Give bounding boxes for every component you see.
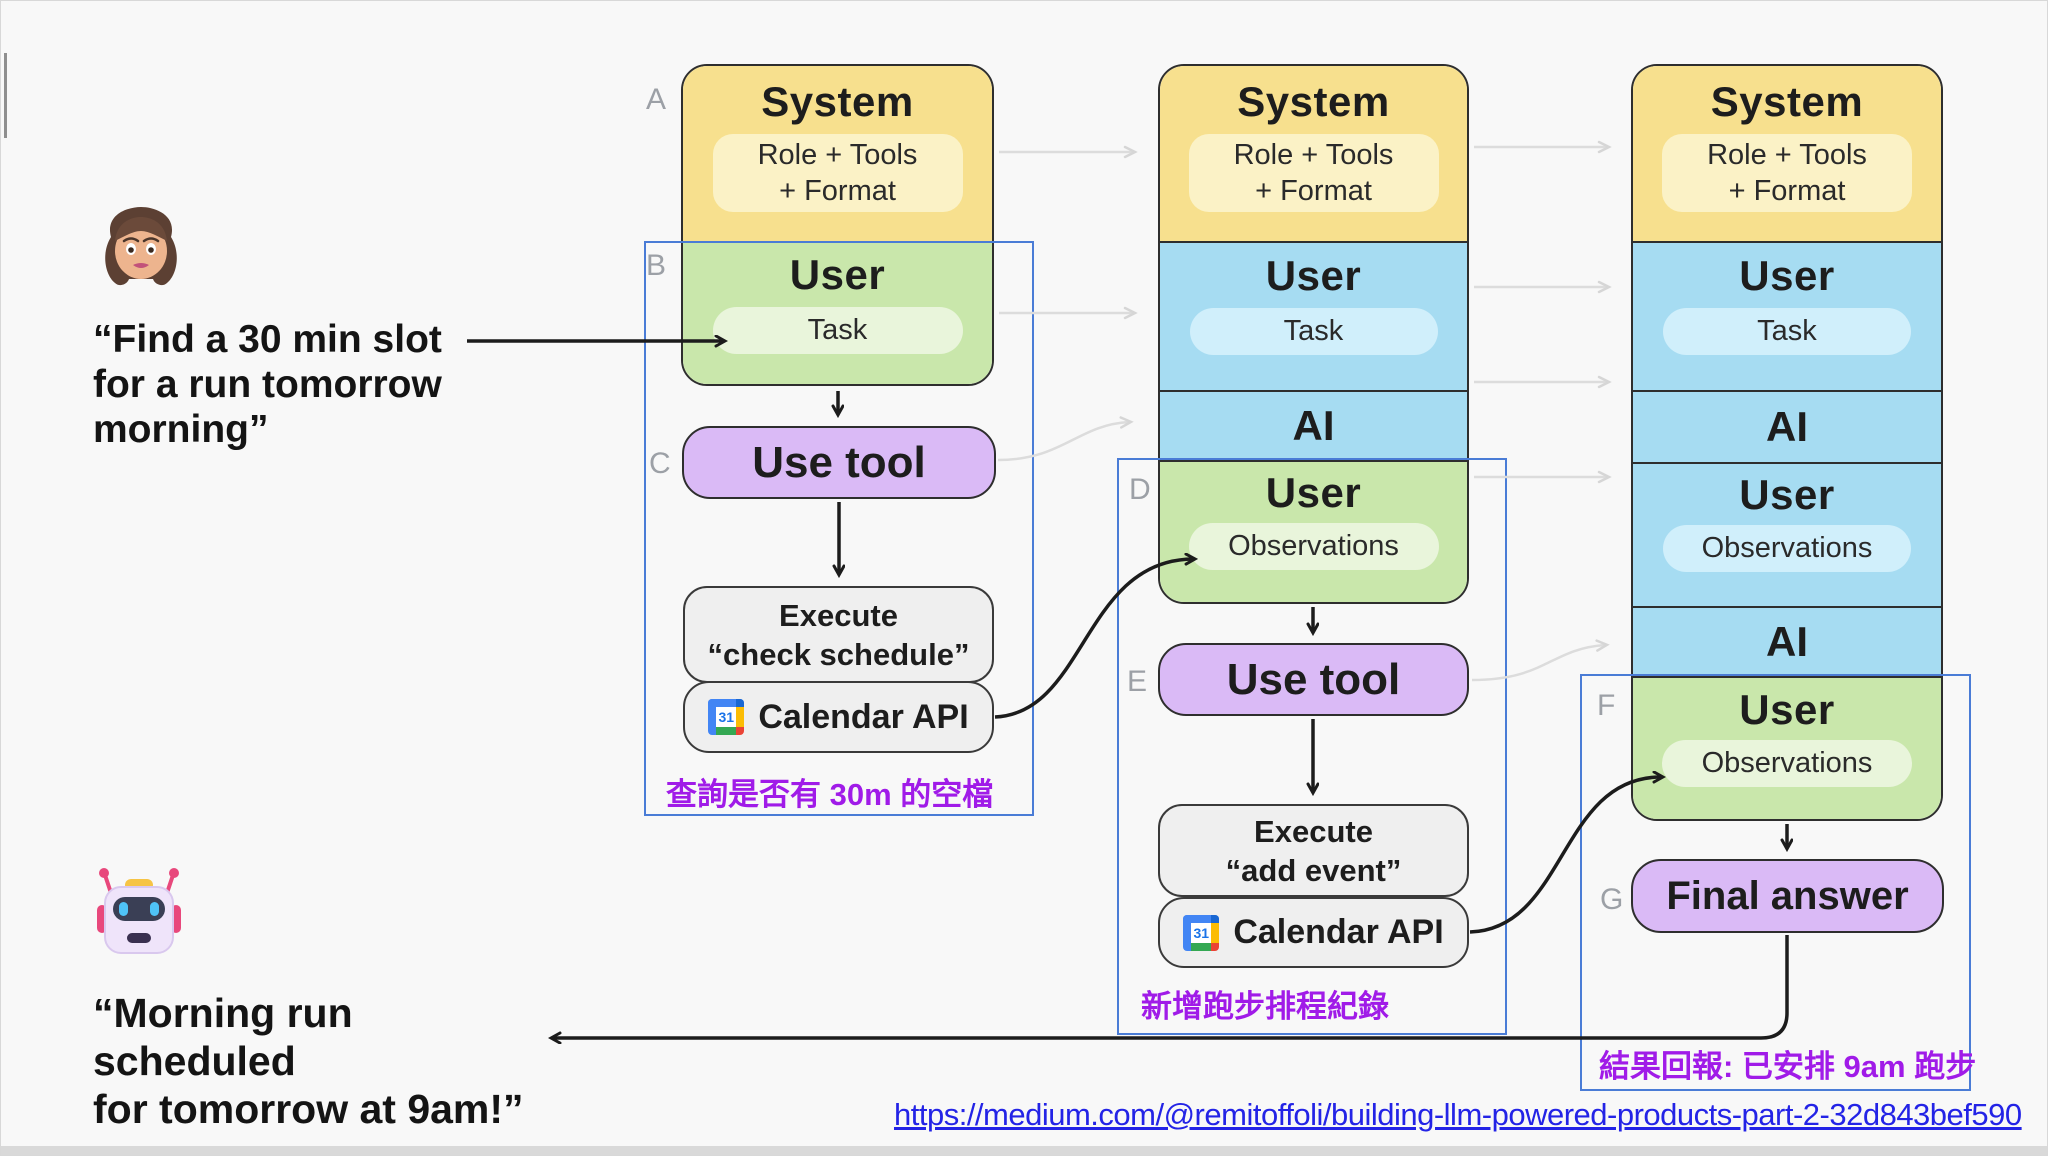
user-title: User — [1739, 252, 1835, 299]
calendar-api-label: Calendar API — [1233, 913, 1444, 951]
turn2-calendar-api-box: 31 Calendar API — [1158, 897, 1469, 968]
role-tools-format-pill: Role + Tools + Format — [1188, 134, 1439, 212]
turn1-use-tool-box: Use tool — [682, 426, 996, 499]
turn1-user-section: User Task — [683, 241, 992, 384]
calendar-day-number: 31 — [716, 707, 737, 727]
source-link[interactable]: https://medium.com/@remitoffoli/building… — [894, 1097, 2022, 1132]
turn2-message-stack: System Role + Tools + Format User Task A… — [1158, 64, 1469, 604]
turn1-execute-box: Execute “check schedule” — [683, 586, 994, 683]
user-title: User — [789, 251, 886, 298]
role-pill-line: + Format — [1255, 175, 1372, 207]
turn3-caption: 結果回報: 已安排 9am 跑步 — [1599, 1049, 1977, 1084]
turn3-ai-section-2: AI — [1633, 606, 1941, 676]
turn1-calendar-api-box: 31 Calendar API — [683, 681, 994, 753]
system-title: System — [761, 78, 914, 125]
bottom-edge-strip — [1, 1146, 2047, 1155]
turn2-system-section: System Role + Tools + Format — [1160, 66, 1467, 241]
role-pill-line: Role + Tools — [1233, 139, 1394, 171]
assistant-quote-line: “Morning run scheduled — [93, 990, 353, 1084]
final-answer-box: Final answer — [1631, 859, 1944, 933]
observations-pill: Observations — [1662, 740, 1912, 787]
turn2-execute-box: Execute “add event” — [1158, 804, 1469, 897]
step-letter-e: E — [1127, 665, 1148, 698]
user-quote-line: morning” — [93, 408, 269, 451]
role-pill-line: Role + Tools — [1707, 139, 1867, 171]
turn1-system-section: System Role + Tools + Format — [683, 66, 992, 241]
calendar-day-number: 31 — [1191, 922, 1212, 943]
scrollbar-fragment[interactable] — [4, 53, 7, 138]
role-pill-line: Role + Tools — [757, 139, 918, 171]
turn3-message-stack: System Role + Tools + Format User Task A… — [1631, 64, 1943, 821]
task-pill: Task — [712, 307, 963, 354]
assistant-quote-line: for tomorrow at 9am!” — [93, 1086, 524, 1132]
step-letter-c: C — [649, 447, 671, 480]
step-letter-g: G — [1600, 883, 1624, 916]
google-calendar-icon: 31 — [1183, 914, 1220, 951]
turn2-use-tool-box: Use tool — [1158, 643, 1469, 716]
step-letter-f: F — [1597, 689, 1616, 722]
role-tools-format-pill: Role + Tools + Format — [1662, 134, 1912, 212]
turn3-user-observations-section: User Observations — [1633, 676, 1941, 819]
turn2-ai-section: AI — [1160, 390, 1467, 460]
turn2-user-history-section: User Task — [1160, 241, 1467, 390]
turn3-ai-section-1: AI — [1633, 390, 1941, 462]
role-tools-format-pill: Role + Tools + Format — [712, 134, 963, 212]
turn1-caption: 查詢是否有 30m 的空檔 — [666, 777, 994, 812]
calendar-api-label: Calendar API — [758, 697, 969, 736]
google-calendar-icon: 31 — [708, 699, 745, 735]
step-letter-b: B — [646, 249, 667, 282]
curve-usetool2-to-ai3b — [1471, 639, 1610, 682]
assistant-reply-quote: “Morning run scheduled for tomorrow at 9… — [93, 989, 553, 1133]
turn3-user-history-section: User Task — [1633, 241, 1941, 390]
turn3-user-observations-history-section: User Observations — [1633, 462, 1941, 606]
turn3-system-section: System Role + Tools + Format — [1633, 66, 1941, 241]
system-title: System — [1710, 78, 1864, 125]
role-pill-line: + Format — [779, 175, 896, 207]
execute-tool-name: “check schedule” — [707, 636, 970, 672]
user-quote-line: for a run tomorrow — [93, 363, 442, 406]
woman-emoji — [105, 207, 177, 286]
turn2-caption: 新增跑步排程紀錄 — [1141, 989, 1389, 1024]
user-quote-line: “Find a 30 min slot — [93, 318, 442, 361]
turn2-user-observations-section: User Observations — [1160, 460, 1467, 602]
user-title: User — [1265, 469, 1362, 516]
user-title: User — [1739, 471, 1835, 518]
execute-tool-name: “add event” — [1225, 852, 1402, 888]
observations-pill: Observations — [1188, 523, 1439, 570]
system-title: System — [1237, 78, 1390, 125]
execute-label: Execute — [779, 597, 898, 633]
user-request-quote: “Find a 30 min slot for a run tomorrow m… — [93, 317, 493, 452]
task-pill: Task — [1189, 308, 1438, 355]
turn1-message-stack: System Role + Tools + Format User Task — [681, 64, 994, 386]
task-pill: Task — [1663, 308, 1911, 355]
role-pill-line: + Format — [1728, 175, 1846, 207]
robot-emoji — [97, 868, 181, 954]
user-title: User — [1739, 686, 1835, 733]
step-letter-a: A — [646, 83, 667, 116]
execute-label: Execute — [1254, 813, 1373, 849]
curve-usetool1-to-ai2 — [997, 416, 1134, 462]
observations-pill: Observations — [1663, 525, 1911, 572]
step-letter-d: D — [1129, 473, 1151, 506]
user-title: User — [1265, 252, 1362, 299]
